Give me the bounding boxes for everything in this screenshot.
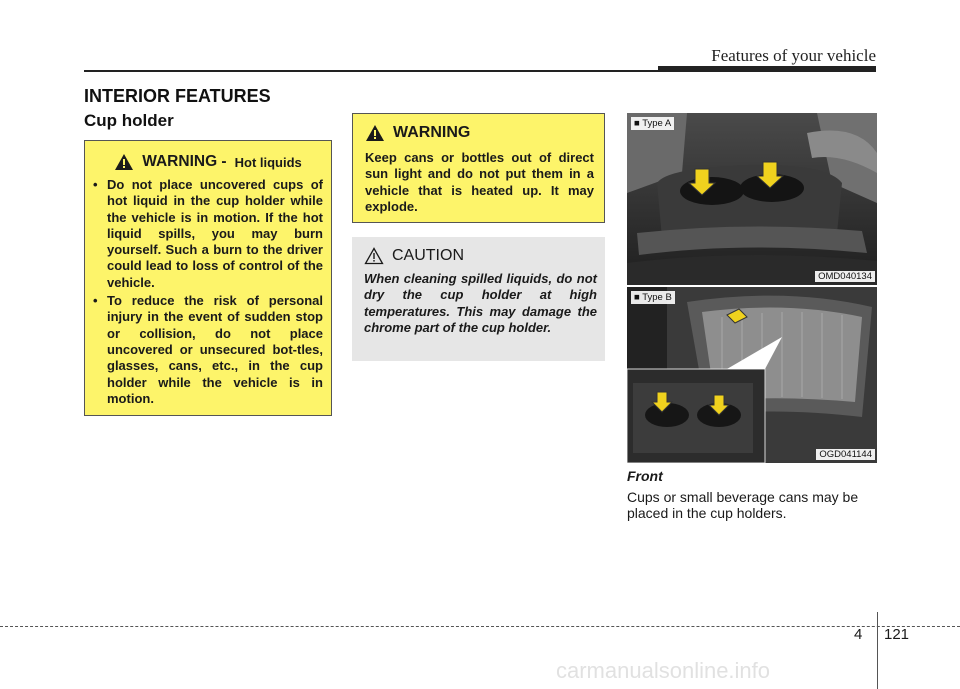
cup-holder-photo-type-a: ■ Type A OMD040134: [627, 113, 877, 285]
warning-sunlight-header: WARNING: [365, 124, 594, 142]
header-rule-thick: [658, 66, 876, 72]
warning-sunlight-text: Keep cans or bottles out of direct sun l…: [365, 150, 594, 214]
footer-divider: [0, 626, 960, 627]
warning-hot-liquids-box: WARNING - Hot liquids Do not place uncov…: [84, 140, 332, 416]
caution-title: CAUTION: [392, 247, 464, 264]
figure-type-label: ■ Type A: [631, 117, 675, 130]
warning-item: Do not place uncovered cups of hot liqui…: [93, 177, 323, 291]
header-rule: [84, 70, 662, 72]
warning-hot-liquids-list: Do not place uncovered cups of hot liqui…: [93, 177, 323, 407]
cup-holder-illustration-a: [627, 113, 877, 285]
figure-caption: Front: [627, 468, 663, 484]
warning-item: To reduce the risk of personal injury in…: [93, 293, 323, 407]
section-title: INTERIOR FEATURES: [84, 86, 271, 106]
cup-holder-photo-type-b: ■ Type B OGD041144: [627, 287, 877, 463]
caution-header: CAUTION: [364, 247, 597, 265]
footer-separator: [877, 612, 878, 689]
warning-hot-liquids-title: WARNING -: [142, 153, 227, 170]
caution-box: CAUTION When cleaning spilled liquids, d…: [352, 237, 605, 361]
warning-hot-liquids-suffix: Hot liquids: [234, 154, 302, 170]
figure-type-label: ■ Type B: [631, 291, 675, 304]
warning-triangle-icon: [366, 125, 384, 141]
chapter-number: 4: [854, 626, 863, 643]
figure-code: OMD040134: [815, 271, 875, 282]
caution-text: When cleaning spilled liquids, do not dr…: [364, 271, 597, 335]
caution-triangle-icon: [364, 247, 384, 265]
watermark: carmanualsonline.info: [556, 658, 771, 683]
figure-code: OGD041144: [816, 449, 875, 460]
warning-sunlight-title: WARNING: [393, 124, 471, 141]
body-text: Cups or small beverage cans may be place…: [627, 489, 859, 521]
header-title: Features of your vehicle: [711, 46, 876, 65]
page-number: 121: [884, 626, 910, 643]
warning-sunlight-box: WARNING Keep cans or bottles out of dire…: [352, 113, 605, 223]
warning-hot-liquids-header: WARNING - Hot liquids: [93, 153, 323, 171]
warning-triangle-icon: [115, 154, 134, 170]
cup-holder-illustration-b: [627, 287, 877, 463]
sub-title: Cup holder: [84, 111, 174, 130]
